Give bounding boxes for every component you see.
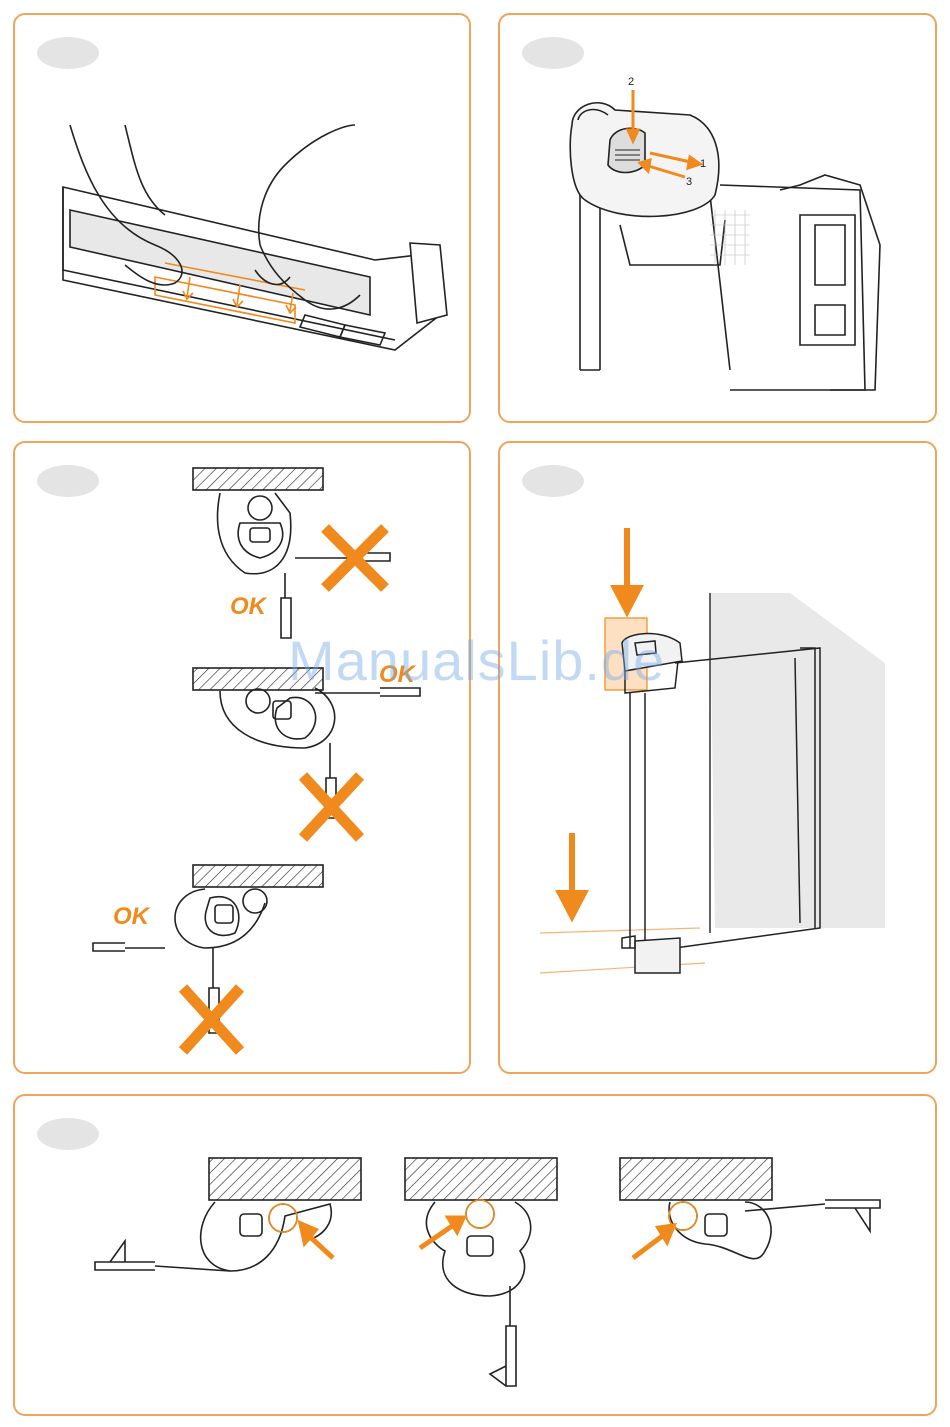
ok-label: OK <box>230 593 266 621</box>
callout-2: 2 <box>628 76 634 88</box>
panel-step-5 <box>13 1094 937 1416</box>
panel-step-3: OK OK OK <box>13 441 471 1074</box>
ok-label: OK <box>113 903 149 931</box>
illustration-orientation <box>15 443 473 1076</box>
panel-step-1 <box>13 13 471 423</box>
panel-step-4 <box>498 441 937 1074</box>
illustration-gate-lock: 2 1 3 <box>500 15 939 425</box>
illustration-wall-mount <box>15 1096 939 1418</box>
illustration-gate-install <box>500 443 939 1076</box>
ok-label: OK <box>379 661 415 689</box>
panel-step-2: 2 1 3 <box>498 13 937 423</box>
illustration-tape-peel <box>15 15 473 425</box>
callout-1: 1 <box>700 158 706 170</box>
callout-3: 3 <box>686 176 692 188</box>
